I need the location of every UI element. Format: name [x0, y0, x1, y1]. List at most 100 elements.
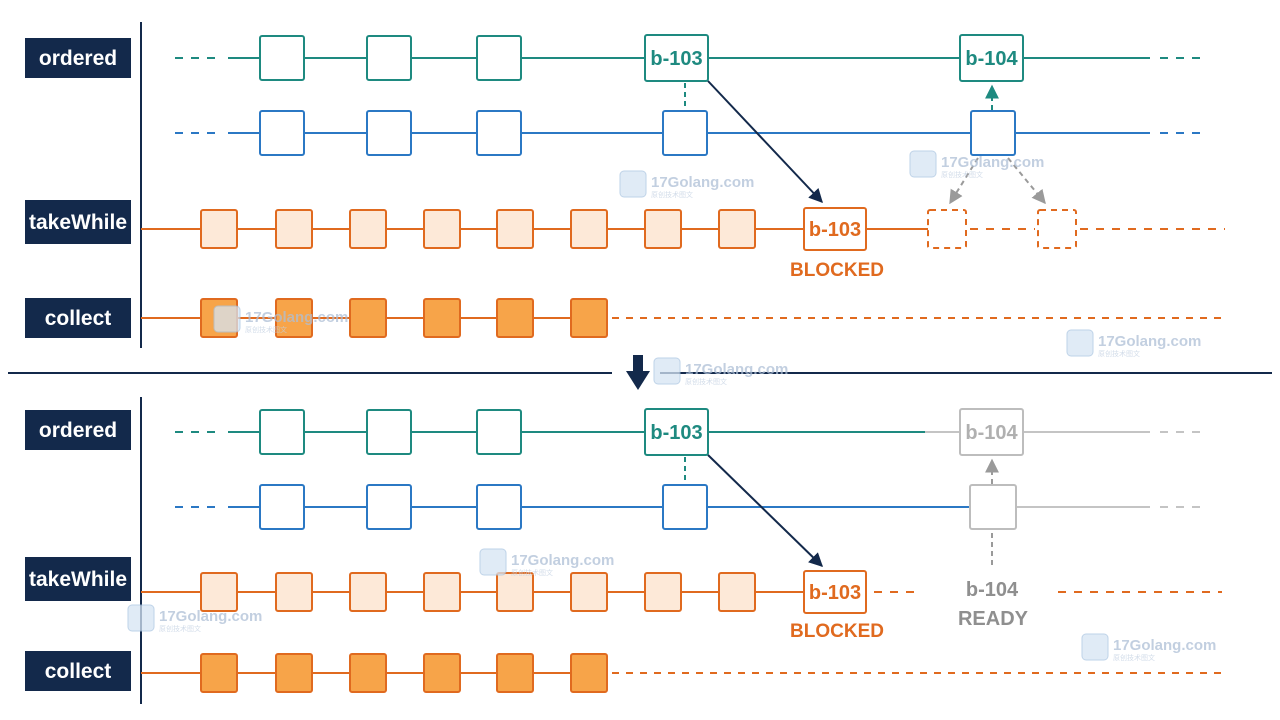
label-collect-text: collect [45, 660, 112, 683]
ordered-b103-label: b-103 [650, 48, 702, 70]
blocked-label: BLOCKED [790, 621, 884, 642]
panel-separator [8, 355, 1272, 390]
takewhile-item [200, 209, 238, 249]
source-item-next [970, 110, 1016, 156]
watermark: 17Golang.com 原创技术图文 [1081, 633, 1216, 662]
watermark: 17Golang.com 原创技术图文 [213, 305, 348, 334]
watermark: 17Golang.com 原创技术图文 [653, 357, 788, 386]
watermarks: 17Golang.com 原创技术图文 17Golang.com 原创技术图文 … [127, 150, 1216, 662]
ordered-item-b103 [644, 408, 709, 456]
takewhile-item [496, 209, 534, 249]
source-item [662, 110, 708, 156]
watermark: 17Golang.com 原创技术图文 [909, 150, 1044, 179]
takewhile-item [349, 572, 387, 612]
takewhile-item [718, 572, 756, 612]
ordered-to-takewhile-arrow [707, 454, 824, 567]
collect-item [570, 298, 608, 338]
label-ordered: ordered [25, 410, 131, 450]
label-takewhile: takeWhile [25, 557, 131, 601]
label-collect: collect [25, 651, 131, 691]
watermark-subtext: 原创技术图文 [651, 190, 693, 199]
fanout-arrow-right [1007, 157, 1046, 205]
takewhile-pending-slot [1037, 209, 1077, 249]
ordered-item [259, 35, 305, 81]
watermark-text: 17Golang.com [511, 552, 614, 569]
watermark: 17Golang.com 原创技术图文 [1066, 329, 1201, 358]
panel-after: ordered takeWhile collect b-103 b-104 [25, 397, 1222, 704]
ordered-lane: b-103 b-104 [175, 34, 1200, 82]
ordered-item [476, 35, 522, 81]
watermark-subtext: 原创技术图文 [685, 377, 727, 386]
source-item [476, 484, 522, 530]
takewhile-item [423, 209, 461, 249]
takewhile-item [570, 572, 608, 612]
down-arrow-icon [626, 355, 650, 390]
takewhile-pending-slot [927, 209, 967, 249]
label-ordered-text: ordered [39, 47, 117, 70]
ordered-item-b103 [644, 34, 709, 82]
watermark-logo-icon [213, 305, 241, 333]
collect-item [570, 653, 608, 693]
source-item [259, 110, 305, 156]
watermark-subtext: 原创技术图文 [511, 568, 553, 577]
watermark-text: 17Golang.com [685, 361, 788, 378]
watermark-text: 17Golang.com [651, 174, 754, 191]
label-ordered-text: ordered [39, 419, 117, 442]
watermark-subtext: 原创技术图文 [245, 325, 287, 334]
watermark-text: 17Golang.com [1113, 637, 1216, 654]
watermark-subtext: 原创技术图文 [941, 170, 983, 179]
watermark-text: 17Golang.com [159, 608, 262, 625]
source-lane [175, 457, 1200, 568]
source-item-next-faded [969, 484, 1017, 530]
watermark-logo-icon [479, 548, 507, 576]
collect-lane [141, 653, 1222, 693]
watermark-logo-icon [127, 604, 155, 632]
watermark-subtext: 原创技术图文 [1113, 653, 1155, 662]
watermark-subtext: 原创技术图文 [1098, 349, 1140, 358]
watermark-logo-icon [909, 150, 937, 178]
source-item [366, 484, 412, 530]
source-item [259, 484, 305, 530]
source-lane [175, 83, 1200, 205]
ordered-b103-label: b-103 [650, 422, 702, 444]
collect-item [349, 653, 387, 693]
watermark-logo-icon [619, 170, 647, 198]
takewhile-item [200, 572, 238, 612]
ordered-b104-label: b-104 [965, 422, 1018, 444]
ordered-item [366, 35, 412, 81]
takewhile-item [496, 572, 534, 612]
takewhile-item-b103 [803, 207, 867, 251]
watermark-text: 17Golang.com [245, 309, 348, 326]
watermark-text: 17Golang.com [1098, 333, 1201, 350]
source-item [662, 484, 708, 530]
collect-item [423, 653, 461, 693]
takewhile-item [349, 209, 387, 249]
takewhile-item [644, 209, 682, 249]
watermark: 17Golang.com 原创技术图文 [619, 170, 754, 199]
ordered-to-takewhile-arrow [707, 80, 823, 204]
watermark-text: 17Golang.com [941, 154, 1044, 171]
label-ordered: ordered [25, 38, 131, 78]
ordered-b104-label: b-104 [965, 48, 1018, 70]
label-collect: collect [25, 298, 131, 338]
label-collect-text: collect [45, 307, 112, 330]
watermark-subtext: 原创技术图文 [159, 624, 201, 633]
collect-item [423, 298, 461, 338]
panel-before: ordered takeWhile collect b-103 b-104 [25, 22, 1225, 348]
ordered-item [476, 409, 522, 455]
label-takewhile: takeWhile [25, 200, 131, 244]
takewhile-item [644, 572, 682, 612]
label-takewhile-text: takeWhile [29, 568, 127, 591]
collect-item [349, 298, 387, 338]
ordered-item-b104-faded [959, 408, 1024, 456]
ordered-item-b104 [959, 34, 1024, 82]
source-item [366, 110, 412, 156]
watermark: 17Golang.com 原创技术图文 [479, 548, 614, 577]
collect-item [275, 653, 313, 693]
watermark: 17Golang.com 原创技术图文 [127, 604, 262, 633]
ready-label: READY [958, 608, 1029, 630]
takewhile-b103-label: b-103 [809, 582, 861, 604]
source-item [476, 110, 522, 156]
collect-item [275, 298, 313, 338]
